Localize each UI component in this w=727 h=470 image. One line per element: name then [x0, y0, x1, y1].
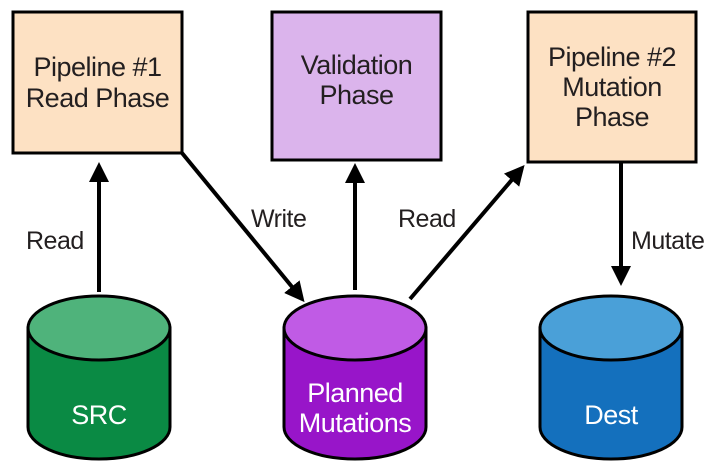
pipeline1-subtitle: Read Phase	[25, 82, 170, 113]
pipeline2-line2: Mutation	[562, 71, 662, 102]
label-write: Write	[251, 205, 307, 233]
validation-subtitle: Phase	[319, 80, 394, 110]
src-cylinder	[26, 294, 172, 461]
pipeline1-box-text: Pipeline #1 Read Phase	[13, 12, 182, 153]
pipeline1-title: Pipeline #1	[33, 52, 162, 83]
label-read-planned: Read	[398, 205, 456, 233]
arrow-planned-to-pipeline2	[408, 164, 525, 301]
dest-label: Dest	[584, 399, 638, 430]
planned-mutations-label: Planned Mutations	[284, 368, 426, 448]
validation-box	[270, 10, 443, 162]
pipeline2-box	[526, 10, 698, 164]
src-label: SRC	[71, 399, 127, 430]
pipeline1-box	[11, 10, 184, 155]
pipeline2-title: Pipeline #2	[547, 41, 677, 72]
planned-mutations-line1: Planned	[307, 377, 403, 408]
dest-cylinder	[538, 294, 684, 461]
pipeline2-line3: Phase	[574, 102, 650, 133]
pipeline2-box-text: Pipeline #2 Mutation Phase	[528, 12, 696, 162]
validation-title: Validation	[300, 49, 413, 80]
planned-mutations-line2: Mutations	[298, 408, 412, 438]
validation-box-text: Validation Phase	[272, 12, 441, 160]
label-mutate: Mutate	[631, 227, 705, 255]
arrow-pipeline1-to-planned	[180, 151, 305, 303]
planned-mutations-cylinder	[282, 294, 428, 461]
label-read-src: Read	[26, 227, 84, 255]
